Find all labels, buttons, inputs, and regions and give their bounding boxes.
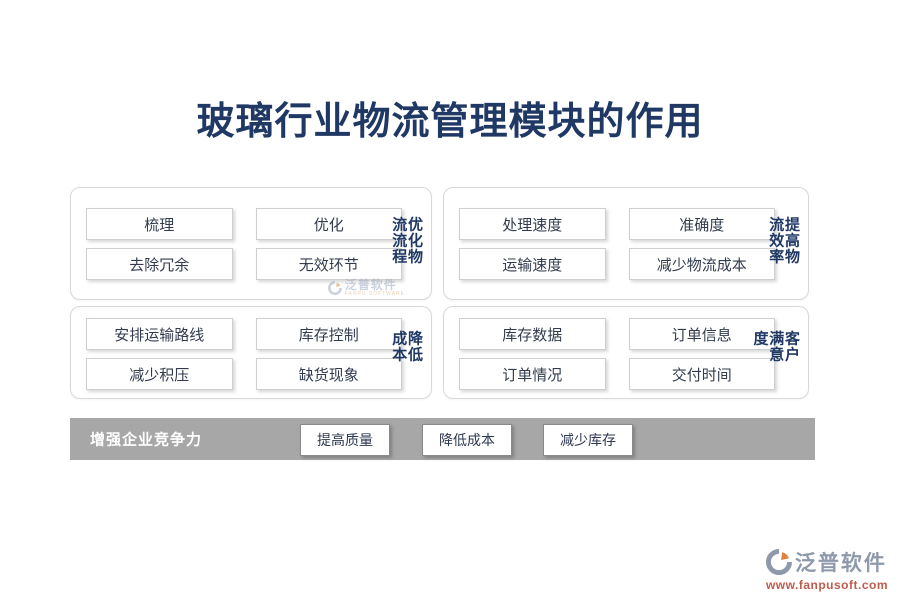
panel-customer-satisfaction: 库存数据 订单信息 订单情况 交付时间 客户满意度: [443, 306, 809, 399]
bottom-bar-label: 增强企业竞争力: [90, 431, 203, 449]
chip-item: 梳理: [86, 208, 233, 240]
brand-url: www.fanpusoft.com: [765, 578, 888, 592]
fanpu-logo-icon: [765, 549, 792, 575]
panel-chip-grid: 梳理 优化 去除冗余 无效环节: [86, 208, 402, 280]
bar-chip-item: 提高质量: [300, 424, 390, 456]
watermark-brand-sub: FANPU SOFTWARE: [344, 291, 405, 297]
chip-item: 运输速度: [459, 248, 606, 280]
chip-item: 减少物流成本: [628, 248, 775, 280]
brand-name: 泛普软件: [794, 552, 887, 575]
bar-chip-item: 降低成本: [422, 424, 512, 456]
panel-side-label: 优化物流流程: [390, 215, 423, 264]
chip-item: 订单情况: [459, 358, 606, 390]
chip-item: 安排运输路线: [86, 318, 233, 350]
chip-item: 准确度: [628, 208, 775, 240]
panel-chip-grid: 安排运输路线 库存控制 减少积压 缺货现象: [86, 318, 402, 390]
chip-item: 库存控制: [255, 318, 402, 350]
page-title: 玻璃行业物流管理模块的作用: [196, 101, 704, 143]
chip-item: 无效环节: [255, 248, 402, 280]
chip-item: 处理速度: [459, 208, 606, 240]
panel-reduce-cost: 安排运输路线 库存控制 减少积压 缺货现象 降低成本: [70, 306, 432, 399]
panel-side-label: 客户满意度: [751, 329, 801, 362]
panel-side-label: 降低成本: [390, 329, 423, 362]
bottom-bar: 增强企业竞争力 提高质量 降低成本 减少库存: [70, 418, 815, 460]
watermark-brand: 泛普软件: [344, 278, 397, 292]
chip-item: 订单信息: [628, 318, 775, 350]
panel-logistics-efficiency: 处理速度 准确度 运输速度 减少物流成本 提高物流效率: [443, 187, 809, 300]
bar-chip-item: 减少库存: [543, 424, 633, 456]
chip-item: 优化: [255, 208, 402, 240]
panel-chip-grid: 处理速度 准确度 运输速度 减少物流成本: [459, 208, 775, 280]
panel-side-label: 提高物流效率: [767, 215, 800, 264]
fanpu-logo-icon: [327, 281, 342, 295]
chip-item: 交付时间: [628, 358, 775, 390]
brand-watermark: 泛普软件 www.fanpusoft.com: [766, 547, 888, 592]
chip-item: 减少积压: [86, 358, 233, 390]
inline-watermark: 泛普软件 FANPU SOFTWARE: [327, 278, 405, 297]
chip-item: 缺货现象: [255, 358, 402, 390]
chip-item: 库存数据: [459, 318, 606, 350]
panel-optimize-process: 梳理 优化 去除冗余 无效环节 优化物流流程 泛普软件 FANPU SOFTWA…: [70, 187, 432, 300]
panel-chip-grid: 库存数据 订单信息 订单情况 交付时间: [459, 318, 775, 390]
chip-item: 去除冗余: [86, 248, 233, 280]
